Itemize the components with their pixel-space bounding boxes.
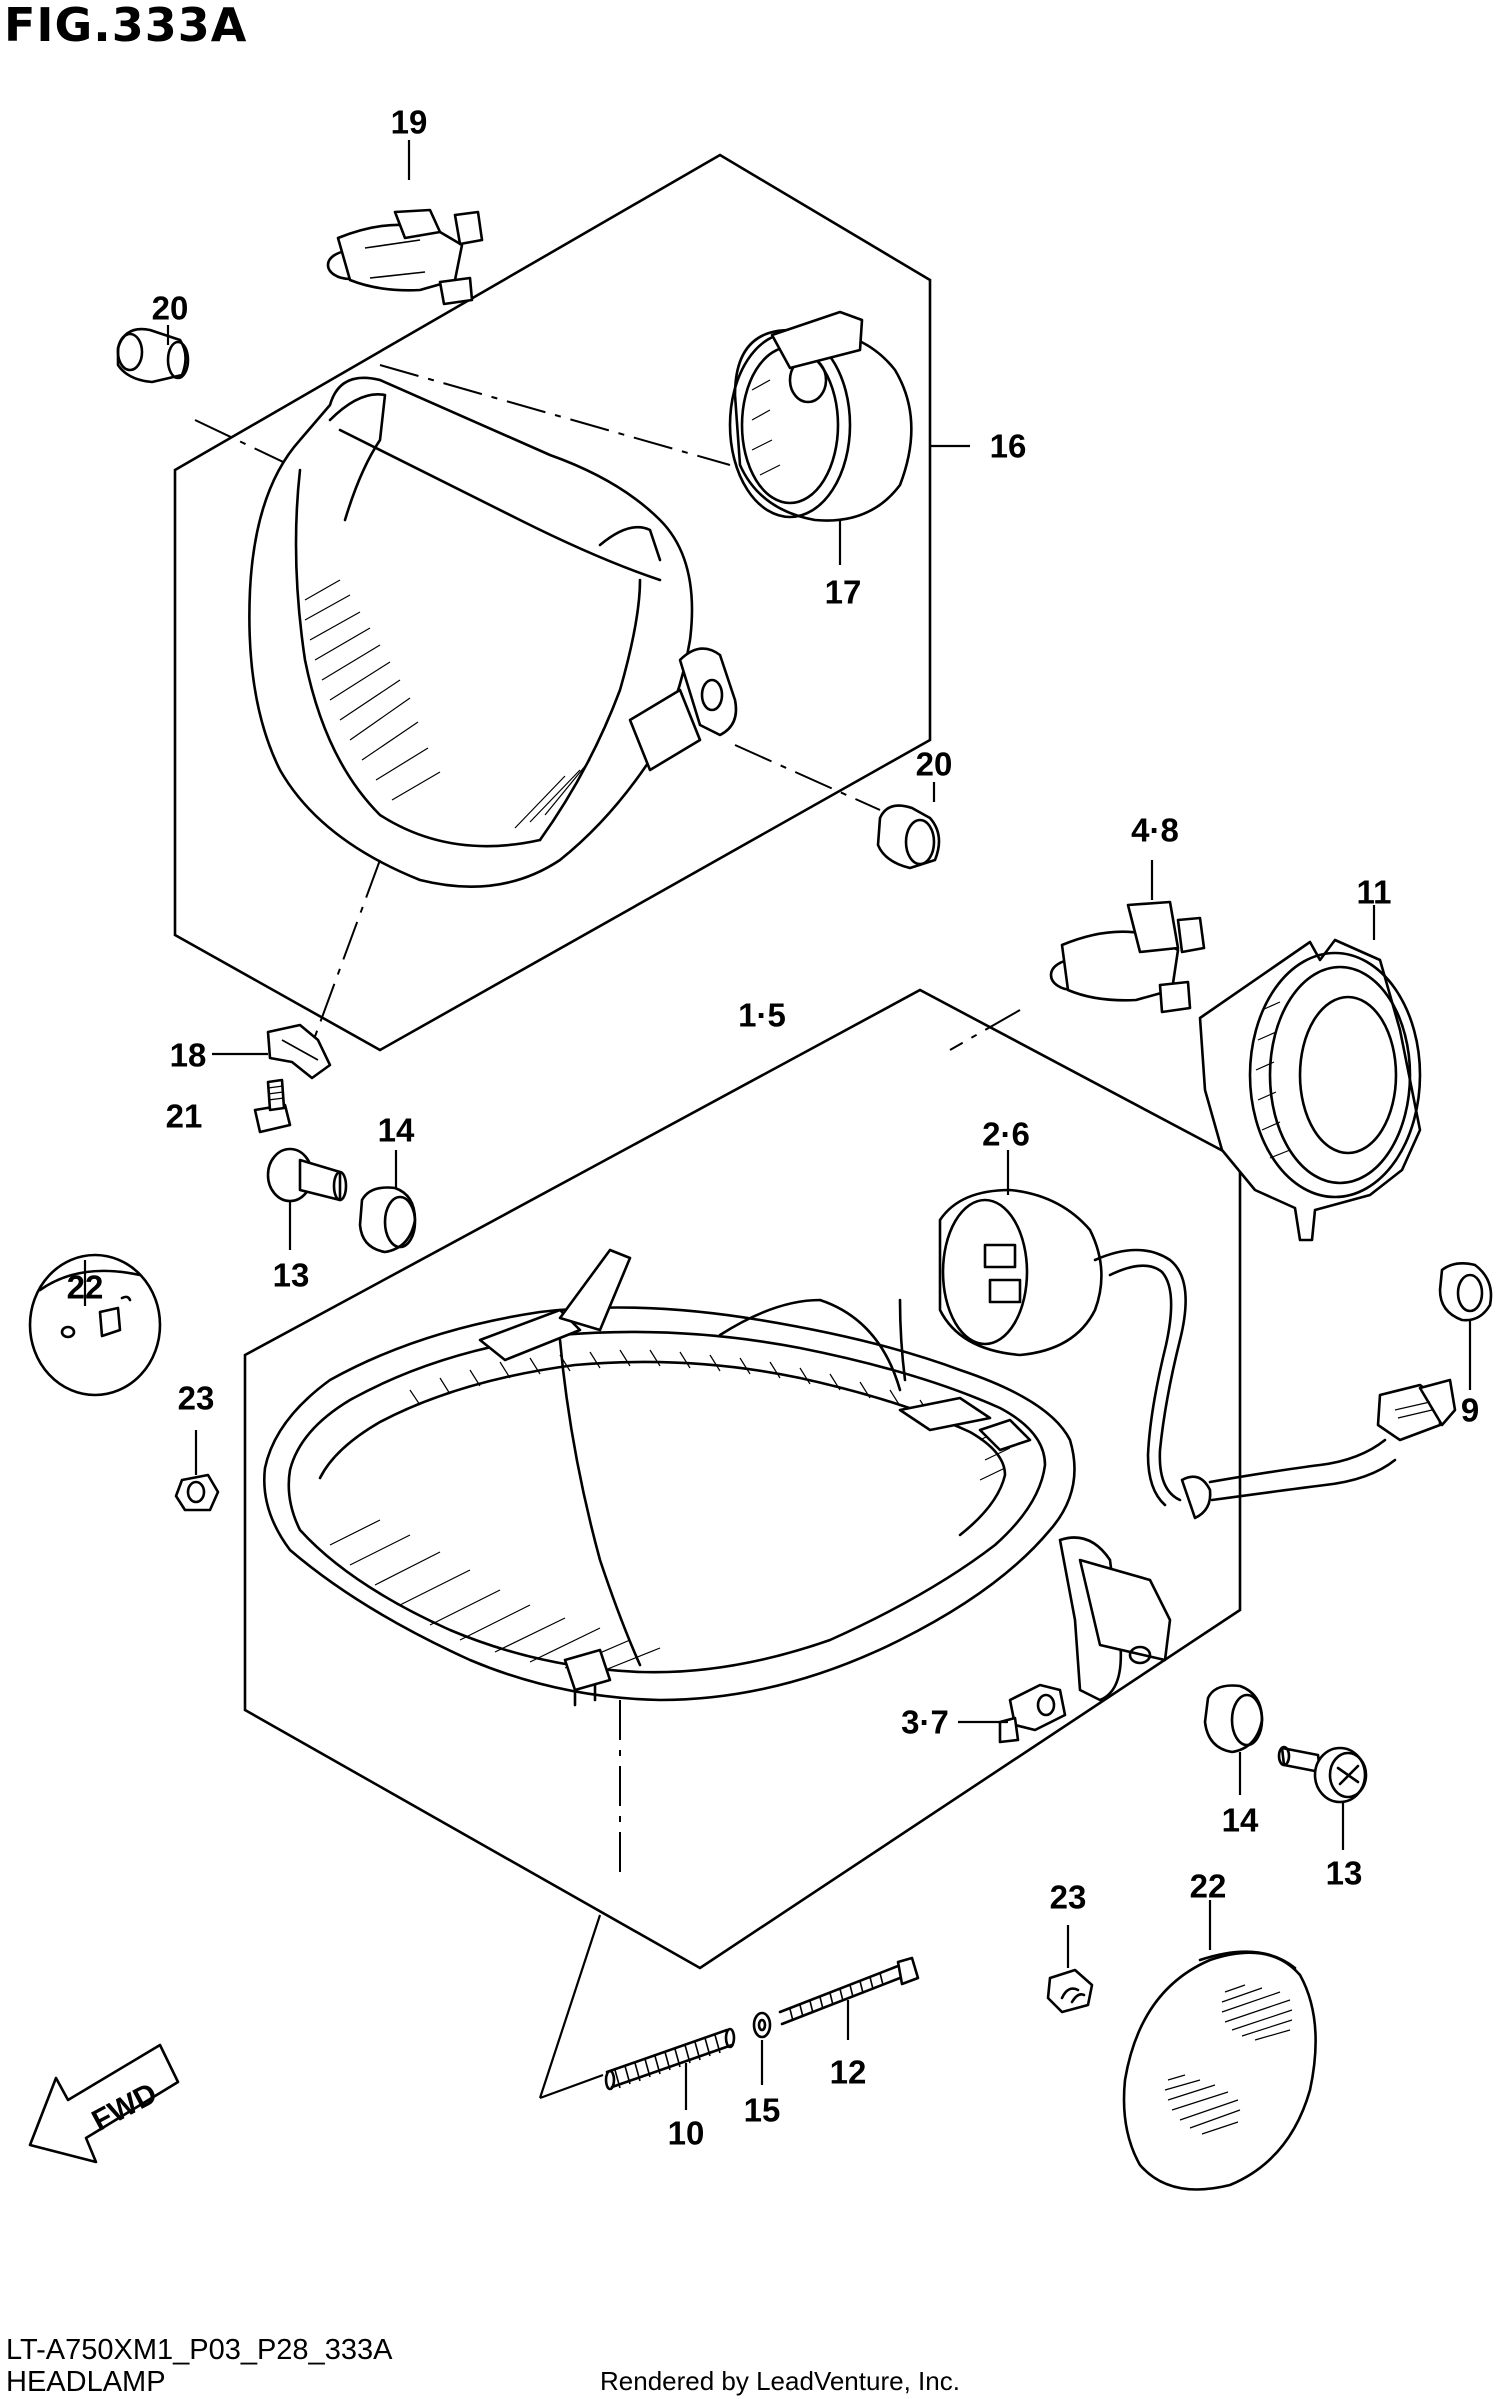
bush-14b-icon <box>1203 1684 1264 1754</box>
grommet-9-icon <box>1438 1262 1493 1322</box>
callout-3-7: 3·7 <box>901 1703 949 1741</box>
screw-21-icon <box>253 1078 292 1134</box>
upper-assembly-frame <box>173 153 932 1052</box>
callout-18: 18 <box>169 1036 207 1074</box>
socket-2-6-icon <box>938 1188 1457 1520</box>
lower-assembly-frame <box>243 988 1242 1970</box>
callout-16: 16 <box>989 427 1027 465</box>
ring-11-icon <box>1198 938 1422 1242</box>
spring-10-icon <box>604 2027 736 2091</box>
reflector-22a-icon <box>28 1253 162 1397</box>
callout-12: 12 <box>829 2053 867 2091</box>
callout-23-left: 23 <box>177 1379 215 1417</box>
main-headlamp-housing-icon <box>263 1248 1172 1707</box>
socket-housing-16-icon <box>728 310 913 522</box>
callout-19: 19 <box>390 103 428 141</box>
clip-18-icon <box>266 1023 332 1080</box>
nut-23a-icon <box>174 1473 220 1512</box>
grommet-20b-icon <box>876 804 941 870</box>
callout-13-right: 13 <box>1325 1854 1363 1892</box>
callout-15: 15 <box>743 2091 781 2129</box>
callout-1-5: 1·5 <box>738 996 786 1034</box>
callout-23-right: 23 <box>1049 1878 1087 1916</box>
upper-headlamp-frame-icon <box>248 376 738 888</box>
callout-4-8: 4·8 <box>1131 811 1179 849</box>
washer-15-icon <box>752 2011 772 2039</box>
callout-14-right: 14 <box>1221 1801 1259 1839</box>
callout-11: 11 <box>1356 873 1392 911</box>
grommet-20-icon <box>116 327 190 384</box>
callout-13-left: 13 <box>272 1256 310 1294</box>
fwd-direction-icon: FWD <box>28 2043 180 2164</box>
figure-name: HEADLAMP <box>6 2366 166 2398</box>
callout-21: 21 <box>165 1097 203 1135</box>
callout-22-right: 22 <box>1189 1867 1227 1905</box>
bulb-19-icon <box>326 208 484 306</box>
callout-20-lower: 20 <box>915 745 953 783</box>
bolt-13a-icon <box>266 1147 348 1203</box>
clip-3-7-icon <box>998 1683 1067 1744</box>
render-credit: Rendered by LeadVenture, Inc. <box>600 2366 960 2396</box>
bush-14a-icon <box>358 1186 417 1254</box>
callout-9: 9 <box>1460 1391 1480 1429</box>
callout-10: 10 <box>667 2114 705 2152</box>
reflector-22b-icon <box>1122 1950 1317 2191</box>
callout-20-upper: 20 <box>151 289 189 327</box>
figure-code: LT-A750XM1_P03_P28_333A <box>6 2334 393 2366</box>
nut-23b-icon <box>1046 1968 1094 2014</box>
callout-14-left: 14 <box>377 1111 415 1149</box>
bulb-4-8-icon <box>1049 900 1206 1014</box>
figure-title: FIG.333A <box>4 0 248 52</box>
callout-2-6: 2·6 <box>982 1115 1030 1153</box>
screw-12-icon <box>778 1956 920 2026</box>
bolt-13b-icon <box>1277 1745 1368 1804</box>
callout-22-left: 22 <box>66 1268 104 1306</box>
callout-17: 17 <box>824 573 862 611</box>
